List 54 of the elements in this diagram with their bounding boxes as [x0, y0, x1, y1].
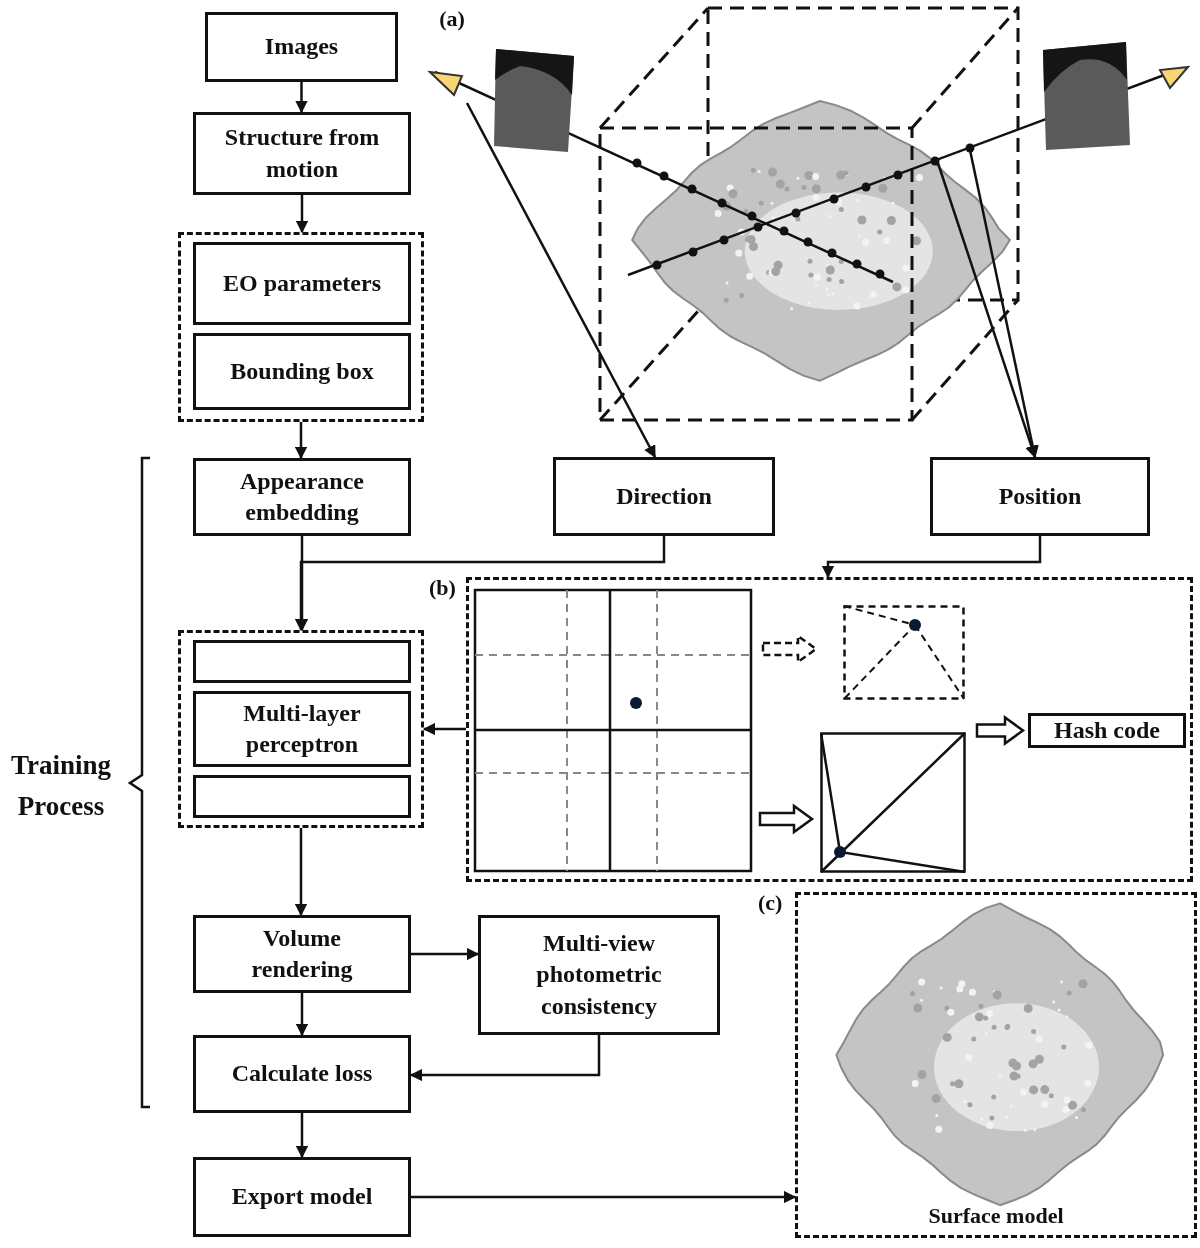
arrow [294, 536, 666, 632]
process-box [193, 458, 411, 536]
process-box [193, 112, 411, 195]
grid-drawing [473, 588, 753, 873]
box-label: Multi-view photometric consistency [535, 929, 663, 1021]
box-label: Volume rendering [250, 923, 354, 984]
box-label: Hash code [1054, 715, 1160, 745]
panel-tag: (a) [432, 2, 472, 35]
box-label: Bounding box [230, 356, 374, 386]
panel-tag: (c) [758, 889, 783, 918]
box-label: Images [264, 32, 339, 62]
hollow-arrow [975, 715, 1026, 746]
process-box [193, 1157, 411, 1237]
arrow [411, 1190, 797, 1204]
process-box [553, 457, 775, 536]
dashed-triangulated-square-drawing [843, 605, 965, 700]
arrow [295, 993, 309, 1037]
arrow [295, 1113, 309, 1159]
layer-box [193, 640, 411, 683]
layer-box [193, 775, 411, 818]
box-label: Calculate loss [231, 1059, 373, 1089]
panel-caption: Surface model [928, 1202, 1064, 1231]
box-label: Structure from motion [223, 123, 381, 184]
triangulated-square-drawing [820, 732, 966, 873]
arrow [968, 149, 1039, 459]
process-box [205, 12, 398, 82]
process-box [193, 242, 411, 325]
arrow [422, 722, 466, 736]
box-label: Direction [616, 481, 712, 511]
process-box [193, 915, 411, 993]
bracket-label: Training Process [10, 749, 112, 823]
group-frame [178, 630, 424, 828]
box-label: Export model [231, 1182, 373, 1212]
process-box [478, 915, 720, 1035]
arrow [821, 536, 1042, 579]
arrow [411, 947, 480, 961]
box-label: Appearance embedding [239, 466, 365, 527]
process-box [193, 333, 411, 410]
arrow [465, 102, 657, 459]
process-box [930, 457, 1150, 536]
arrow [294, 422, 308, 460]
box-label: Position [998, 481, 1082, 511]
group-frame [178, 232, 424, 422]
arrow [409, 1035, 601, 1082]
hollow-arrow [758, 803, 815, 835]
arrow [294, 828, 308, 917]
process-box [1028, 713, 1186, 748]
arrow [295, 82, 308, 114]
panel-tag: (b) [429, 574, 456, 603]
process-box [193, 691, 411, 767]
arrow [295, 195, 309, 234]
box-label: EO parameters [223, 268, 381, 298]
process-box [193, 1035, 411, 1113]
box-label: Multi-layer perceptron [242, 698, 362, 759]
